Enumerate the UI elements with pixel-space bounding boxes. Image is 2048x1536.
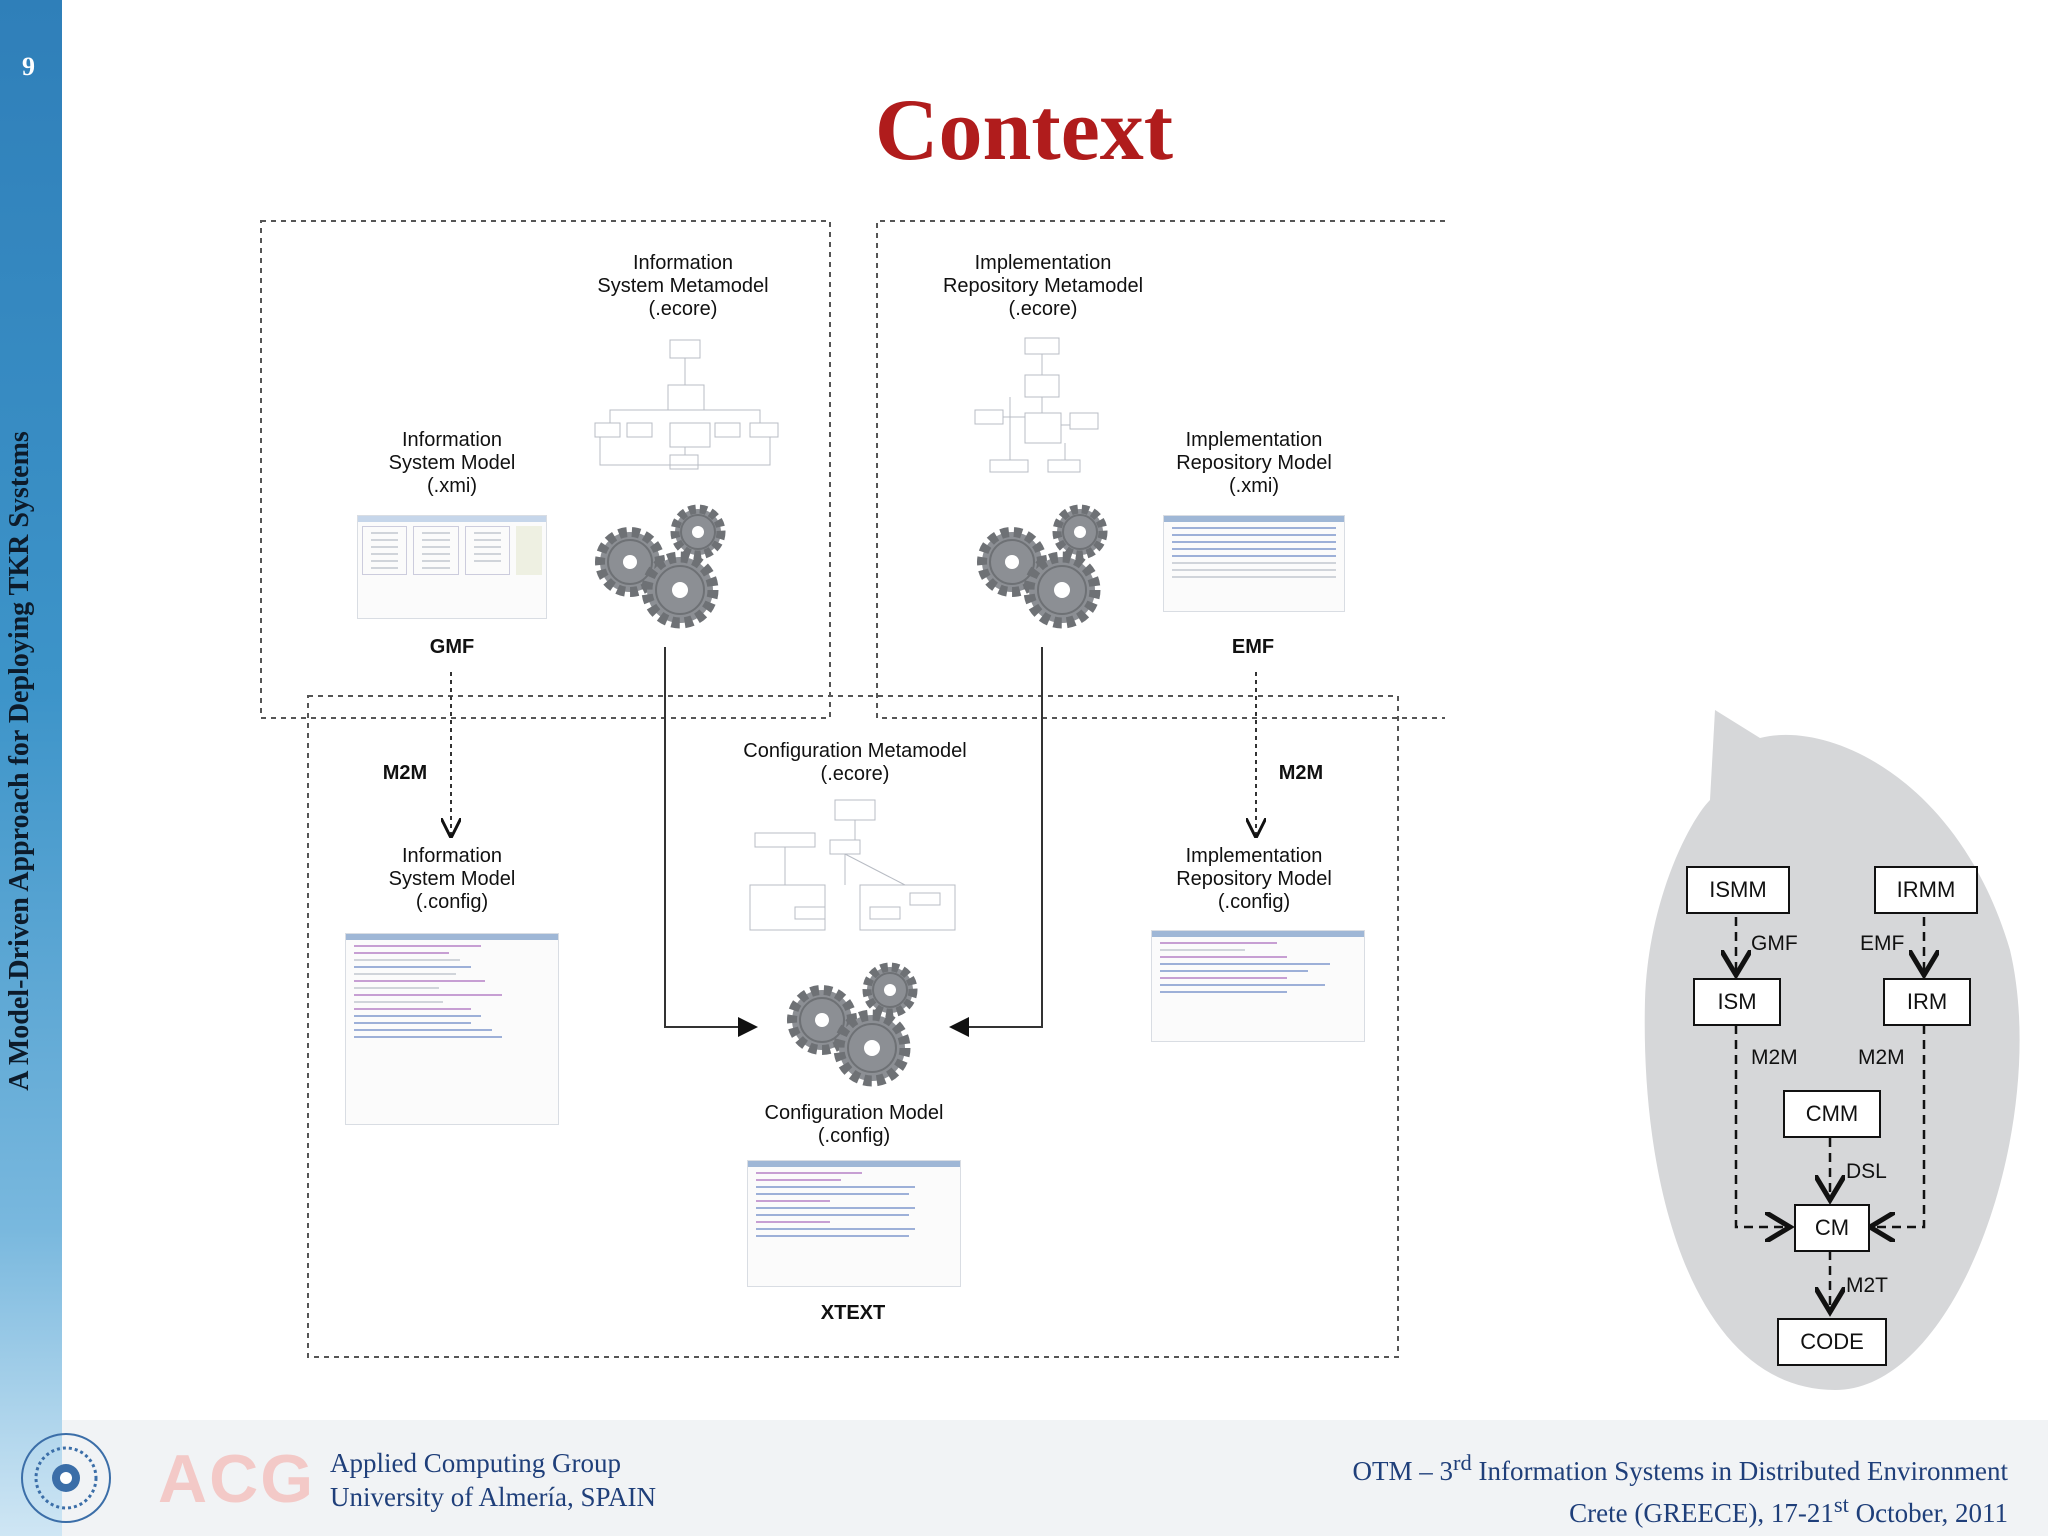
ismm-label: Information System Metamodel (.ecore) [563, 252, 803, 321]
cmm-label-line2: (.ecore) [820, 763, 890, 785]
frame-config [307, 695, 1399, 1358]
sidebar-band [0, 0, 62, 1536]
footer-location-pre: Crete (GREECE), 17-21 [1569, 1498, 1834, 1528]
acg-logo: ACG [158, 1441, 316, 1517]
page-number: 9 [22, 52, 35, 81]
summary-cmm-box: CMM [1783, 1090, 1881, 1138]
university-seal-logo [21, 1433, 111, 1523]
ism-xmi-line1: Information [401, 429, 503, 451]
footer-group-name: Applied Computing Group [330, 1448, 621, 1478]
frame-irm [876, 220, 1445, 719]
summary-irmm-box: IRMM [1874, 866, 1978, 914]
summary-m2m-right-label: M2M [1858, 1046, 1905, 1069]
irm-xmi-line1: Implementation [1185, 429, 1323, 451]
summary-emf-label: EMF [1860, 932, 1905, 955]
ism-config-line2: System Model [388, 868, 516, 890]
summary-dsl-label: DSL [1846, 1160, 1887, 1183]
footer-location-post: October, 2011 [1848, 1498, 2008, 1528]
irmm-label-line2: Repository Metamodel [942, 275, 1144, 297]
irm-xmi-line2: Repository Model [1176, 452, 1332, 474]
arrow-ismm-cm [664, 647, 758, 1037]
ism-xmi-line3: (.xmi) [427, 475, 477, 497]
cm-thumbnail [747, 1160, 961, 1287]
cmm-label: Configuration Metamodel (.ecore) [715, 740, 995, 786]
cm-label-line2: (.config) [817, 1125, 891, 1147]
cm-label-line1: Configuration Model [764, 1102, 944, 1124]
cmm-label-line1: Configuration Metamodel [743, 740, 967, 762]
summary-ismm-box: ISMM [1686, 866, 1790, 914]
gears-icon-ismm [595, 504, 726, 629]
ismm-label-line3: (.ecore) [648, 298, 718, 320]
ism-xmi-thumbnail [357, 515, 547, 619]
emf-label: EMF [1231, 636, 1275, 658]
irm-xmi-thumbnail [1163, 515, 1345, 612]
summary-ism-box: ISM [1693, 978, 1781, 1026]
summary-irm-box: IRM [1883, 978, 1971, 1026]
ism-config-thumbnail [345, 933, 559, 1125]
m2m-right-label: M2M [1278, 762, 1324, 784]
irm-config-line2: Repository Model [1176, 868, 1332, 890]
footer-conference: OTM – 3rd Information Systems in Distrib… [1353, 1446, 2008, 1488]
ism-config-line1: Information [401, 845, 503, 867]
irm-config-thumbnail [1151, 930, 1365, 1042]
irm-config-label: Implementation Repository Model (.config… [1144, 845, 1364, 914]
footer-band [0, 1420, 2048, 1536]
summary-gmf-label: GMF [1751, 932, 1798, 955]
footer-location-date: Crete (GREECE), 17-21st October, 2011 [1353, 1488, 2008, 1530]
arrow-irmm-cm [949, 647, 1043, 1037]
summary-m2m-left-label: M2M [1751, 1046, 1798, 1069]
ism-xmi-label: Information System Model (.xmi) [352, 429, 552, 498]
cm-label: Configuration Model (.config) [734, 1102, 974, 1148]
gmf-label: GMF [429, 636, 475, 658]
footer-conference-post: Information Systems in Distributed Envir… [1471, 1456, 2008, 1486]
summary-arrows [1680, 917, 2000, 1380]
footer-location-sup: st [1833, 1492, 1849, 1517]
summary-cm-box: CM [1794, 1204, 1870, 1252]
irmm-thumbnail [974, 337, 1099, 473]
irmm-label-line1: Implementation [974, 252, 1112, 274]
ism-config-line3: (.config) [415, 891, 489, 913]
irmm-label: Implementation Repository Metamodel (.ec… [918, 252, 1168, 321]
irm-xmi-label: Implementation Repository Model (.xmi) [1144, 429, 1364, 498]
m2m-left-label: M2M [382, 762, 428, 784]
diagram-frames [260, 220, 1445, 1358]
cmm-thumbnail [749, 799, 956, 931]
footer-right: OTM – 3rd Information Systems in Distrib… [1353, 1446, 2008, 1530]
irm-config-line1: Implementation [1185, 845, 1323, 867]
gears-icon-irmm [977, 504, 1108, 629]
ismm-label-line2: System Metamodel [597, 275, 769, 297]
summary-code-box: CODE [1777, 1318, 1887, 1366]
footer-conference-pre: OTM – 3 [1352, 1456, 1454, 1486]
ismm-label-line1: Information [632, 252, 734, 274]
slide-title: Context [874, 82, 1174, 179]
frame-ism [260, 220, 831, 719]
footer-conference-sup: rd [1453, 1450, 1472, 1475]
footer-university: University of Almería, SPAIN [330, 1482, 656, 1512]
ism-xmi-line2: System Model [388, 452, 516, 474]
irm-xmi-line3: (.xmi) [1229, 475, 1279, 497]
footer-left: Applied Computing Group University of Al… [330, 1446, 656, 1514]
ism-config-label: Information System Model (.config) [352, 845, 552, 914]
irm-config-line3: (.config) [1217, 891, 1291, 913]
gears-icon-cm [787, 962, 918, 1087]
summary-m2t-label: M2T [1846, 1274, 1888, 1297]
irmm-label-line3: (.ecore) [1008, 298, 1078, 320]
ismm-thumbnail [594, 339, 779, 470]
xtext-label: XTEXT [820, 1302, 886, 1324]
